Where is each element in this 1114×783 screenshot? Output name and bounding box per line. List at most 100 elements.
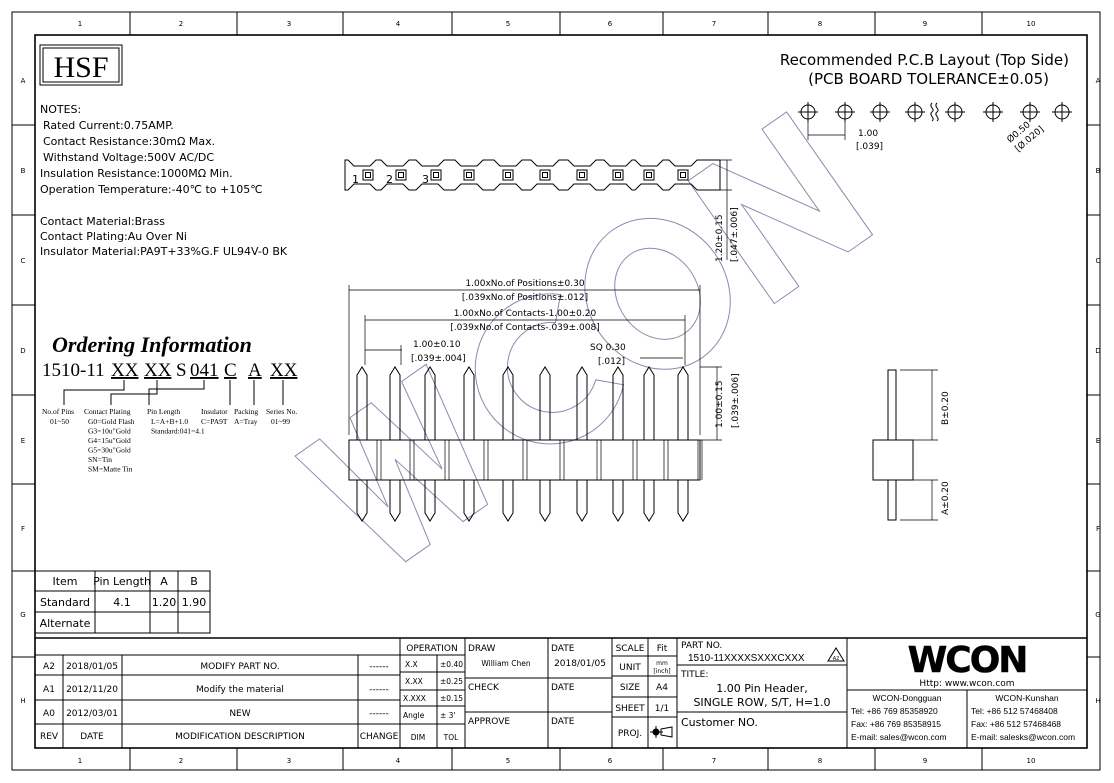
row-marker: A <box>21 77 26 85</box>
rev-cell: Modify the material <box>196 685 284 695</box>
rev-cell: ------ <box>369 685 389 695</box>
outer-frame <box>11 11 1101 771</box>
revision-mark: A2 <box>833 656 840 662</box>
column-marker: 3 <box>287 757 291 765</box>
part-number: 1510-11XXXXSXXXCXXX <box>688 653 805 664</box>
pin-outline <box>389 366 401 522</box>
unit-value: mm <box>656 660 668 667</box>
table-header: A <box>160 575 168 588</box>
pin-outline <box>502 366 514 522</box>
pin-length-table <box>35 570 211 634</box>
rev-header: MODIFICATION DESCRIPTION <box>175 732 305 742</box>
row-marker: D <box>20 347 25 355</box>
table-cell: Standard <box>40 596 90 609</box>
table-header: Item <box>52 575 77 588</box>
projection-symbol-icon <box>650 726 673 738</box>
row-marker: D <box>1095 347 1100 355</box>
ordering-field-value: 01~99 <box>271 417 290 426</box>
title-line: 1.00 Pin Header, <box>716 682 807 695</box>
insulator-outline <box>344 159 721 191</box>
row-marker: E <box>21 437 25 445</box>
drawer-name: William Chen <box>481 659 530 668</box>
column-marker: 9 <box>923 757 927 765</box>
column-marker: 10 <box>1027 20 1036 28</box>
tol-cell: ±0.15 <box>440 694 463 703</box>
pin-square-icon <box>643 169 655 181</box>
ordering-field-value: C=PA9T <box>201 417 228 426</box>
pin-outline <box>576 366 588 522</box>
ordering-field-value: G3=10u"Gold <box>88 427 131 436</box>
tol-cell: X.X <box>405 660 418 669</box>
ordering-field-value: G5=30u"Gold <box>88 446 131 455</box>
tol-cell: X.XX <box>405 677 423 686</box>
office-email[interactable]: E-mail: salesks@wcon.com <box>971 732 1075 742</box>
pcb-pitch: 1.00 <box>858 129 878 139</box>
table-cell: 1.20 <box>152 596 177 609</box>
date-label: DATE <box>551 683 575 693</box>
pin-outline <box>424 366 436 522</box>
ordering-field-name: Contact Plating <box>84 407 131 416</box>
ordering-field-value: A=Tray <box>234 417 258 426</box>
code-s: S <box>176 360 187 381</box>
row-marker: F <box>21 525 25 533</box>
draw-label: DRAW <box>468 644 495 654</box>
upper-dim-inch: [.039±.006] <box>731 373 741 428</box>
sheet-label: SHEET <box>615 704 645 714</box>
tol-footer: DIM <box>411 733 425 742</box>
note-line: Rated Current:0.75AMP. <box>43 119 174 132</box>
pin-square-icon <box>395 169 407 181</box>
ordering-field-value: SN=Tin <box>88 455 112 464</box>
row-marker: B <box>1096 167 1101 175</box>
code-plating: XX <box>144 360 172 381</box>
rev-header: DATE <box>80 732 104 742</box>
proj-label: PROJ. <box>618 729 642 739</box>
title-block <box>35 637 1087 748</box>
column-marker: 6 <box>608 757 613 765</box>
office-name: WCON-Dongguan <box>873 693 942 703</box>
column-marker: 9 <box>923 20 927 28</box>
customer-no: Customer NO. <box>681 716 758 729</box>
pin-square-icon <box>463 169 475 181</box>
tol-cell: Angle <box>403 711 425 720</box>
draw-date: 2018/01/05 <box>554 659 606 669</box>
a-dim: A±0.20 <box>941 481 951 515</box>
office-name: WCON-Kunshan <box>995 693 1059 703</box>
height-dim-text: 1.20±0.15 <box>715 214 725 262</box>
office-fax: Fax: +86 769 85358915 <box>851 719 941 729</box>
tol-cell: ± 3' <box>440 711 456 720</box>
table-cell: 1.90 <box>182 596 207 609</box>
overall-dim: 1.00xNo.of Positions±0.30 <box>465 279 584 289</box>
notes: NOTES: Rated Current:0.75AMP. Contact Re… <box>40 103 288 258</box>
note-line: Insulation Resistance:1000MΩ Min. <box>40 167 233 180</box>
upper-dim-text: 1.00±0.15 <box>715 380 725 428</box>
row-marker: C <box>1096 257 1101 265</box>
column-marker: 1 <box>78 757 82 765</box>
notes-heading: NOTES: <box>40 103 81 116</box>
code-prefix: 1510-11 <box>42 360 105 381</box>
column-marker: 10 <box>1027 757 1036 765</box>
company-url[interactable]: Http: www.wcon.com <box>919 679 1014 689</box>
unit-label: UNIT <box>619 663 641 673</box>
ordering-field-value: SM=Matte Tin <box>88 465 133 474</box>
ordering-field-name: No.of Pins <box>42 407 74 416</box>
scale-label: SCALE <box>616 644 645 654</box>
office-tel: Tel: +86 769 85358920 <box>851 706 938 716</box>
office-email[interactable]: E-mail: sales@wcon.com <box>851 732 947 742</box>
rev-cell: 2018/01/05 <box>66 662 118 672</box>
pin-square-icon <box>430 169 442 181</box>
revision-triangle-icon: A2 <box>827 647 845 662</box>
column-marker: 7 <box>712 20 716 28</box>
rev-cell: ------ <box>369 709 389 719</box>
ordering-code: 1510-11 XX XX S 041 C A XX <box>42 360 298 381</box>
overall-dim-inch: [.039xNo.of Positions±.012] <box>462 293 588 303</box>
row-marker: H <box>20 697 25 705</box>
hsf-logo-inner <box>42 47 120 83</box>
wcon-logo: WCON <box>908 640 1027 681</box>
rev-cell: MODIFY PART NO. <box>200 662 279 672</box>
ordering-field-name: Packing <box>234 407 258 416</box>
sq-dim: SQ 0.30 <box>590 343 626 353</box>
rev-header: CHANGE <box>360 732 399 742</box>
ordering-field-value: G4=15u"Gold <box>88 436 131 445</box>
code-pins: XX <box>111 360 139 381</box>
